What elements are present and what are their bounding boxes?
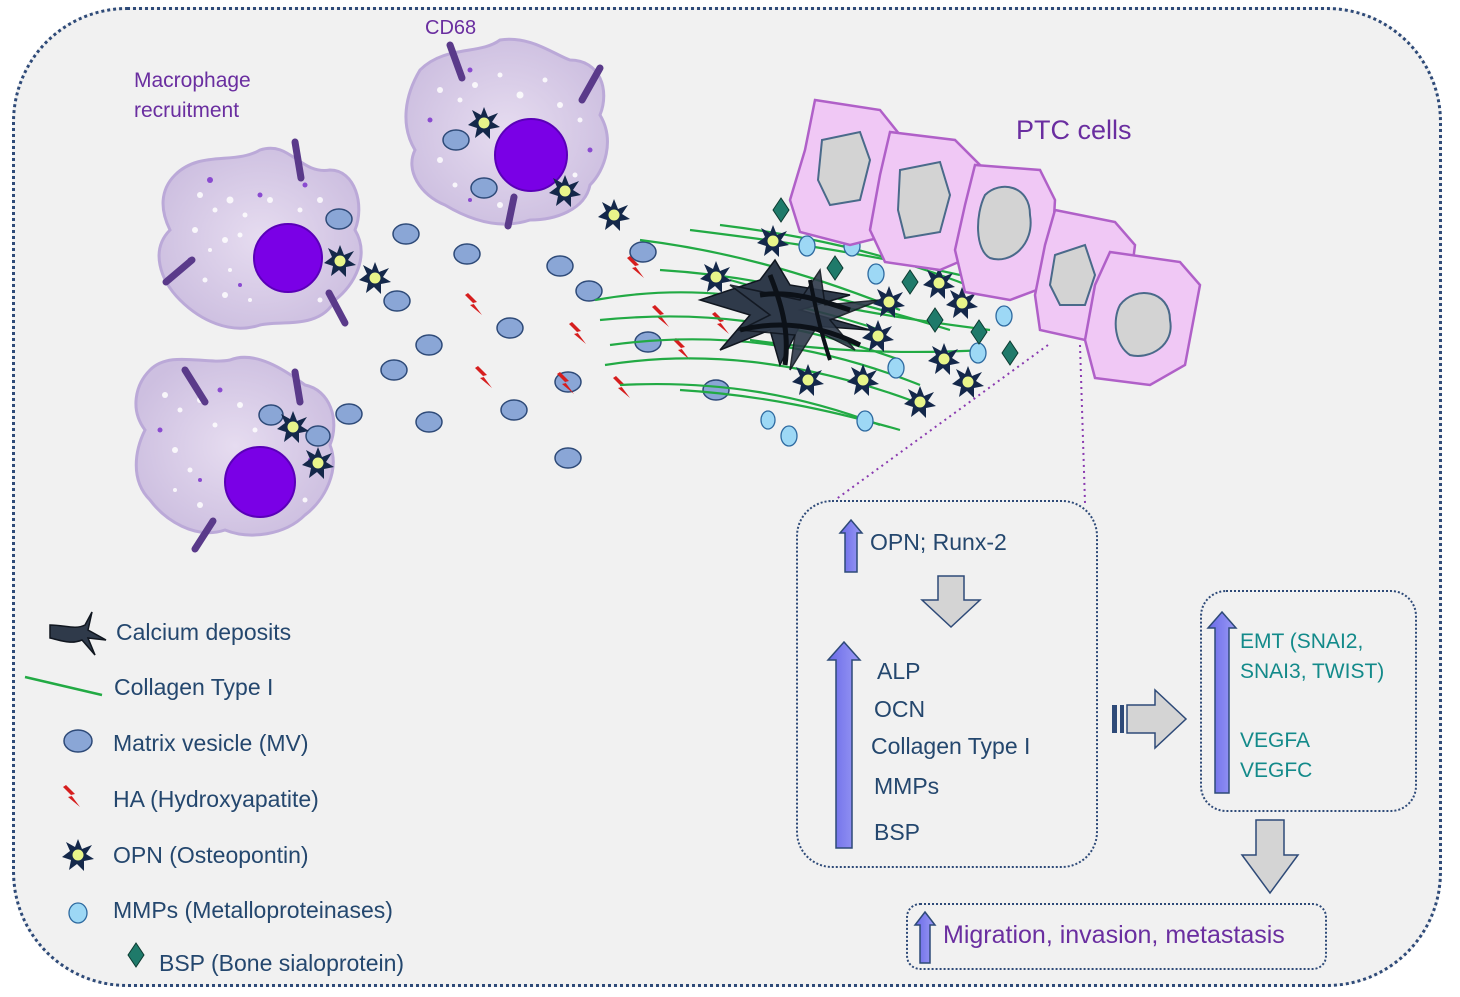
- bsp-diamond-icon: [127, 942, 145, 968]
- matrix-vesicle-icon: [63, 729, 93, 753]
- zoom-line-left: [834, 344, 1049, 501]
- cd68-label: CD68: [425, 17, 477, 39]
- osteopontin-star-icon: [62, 839, 94, 871]
- legend-bsp: BSP (Bone sialoprotein): [159, 950, 405, 976]
- macrophage-recruitment-label: Macrophage recruitment: [134, 66, 251, 126]
- opn-runx2-label: OPN; Runx-2: [870, 529, 1007, 555]
- legend-collagen: Collagen Type I: [114, 674, 274, 700]
- emt-box: [1200, 590, 1417, 812]
- nucleus: [253, 223, 323, 293]
- macrophage-label-line1: Macrophage: [134, 69, 251, 92]
- alp-label: ALP: [877, 658, 921, 684]
- right-arrow-gray: [1112, 688, 1188, 750]
- legend-matrix-vesicle: Matrix vesicle (MV): [113, 730, 309, 756]
- ptc-cells-label: PTC cells: [1016, 115, 1132, 145]
- bsp-label: BSP: [874, 819, 921, 845]
- up-arrow-opn: [838, 518, 864, 573]
- down-arrow-gray-2: [1240, 819, 1300, 895]
- emt-line1: EMT (SNAI2,: [1240, 630, 1364, 653]
- nucleus: [224, 446, 296, 518]
- up-arrow-migration: [913, 910, 937, 964]
- up-arrow-long: [826, 640, 862, 849]
- legend-hydroxyapatite: HA (Hydroxyapatite): [113, 786, 319, 812]
- outcome-label: Migration, invasion, metastasis: [943, 921, 1285, 949]
- ocn-label: OCN: [874, 696, 926, 722]
- mmps-label: MMPs: [874, 773, 940, 799]
- down-arrow-gray-1: [920, 575, 982, 629]
- legend-calcium-deposits: Calcium deposits: [116, 619, 292, 645]
- macrophage-1: [157, 138, 363, 330]
- outcome-box: [906, 903, 1327, 970]
- collagen-line-icon: [24, 675, 103, 697]
- hydroxyapatite-icon: [63, 785, 80, 807]
- legend-osteopontin: OPN (Osteopontin): [113, 842, 309, 868]
- ptc-cell: [788, 98, 902, 247]
- ptc-cell: [953, 163, 1057, 302]
- mmp-particles: [760, 235, 1013, 447]
- ptc-cell: [868, 130, 987, 272]
- emt-line2: SNAI3, TWIST): [1240, 660, 1385, 683]
- zoom-line-right: [1079, 344, 1086, 504]
- legend-mmps: MMPs (Metalloproteinases): [113, 897, 393, 923]
- macrophage-2: [404, 37, 609, 230]
- mmp-ellipse-icon: [68, 902, 88, 924]
- calcium-deposit-icon: [49, 611, 107, 656]
- pathway-box: [796, 500, 1098, 868]
- matrix-vesicles: [258, 129, 730, 469]
- macrophage-3: [134, 355, 336, 553]
- nucleus: [494, 118, 568, 192]
- ptc-cells: [788, 98, 1202, 387]
- collagen-type-i-label: Collagen Type I: [871, 733, 1031, 759]
- vegfc-label: VEGFC: [1240, 759, 1313, 782]
- macrophage-label-line2: recruitment: [134, 99, 240, 122]
- calcium-deposit-cluster: [697, 258, 881, 371]
- bsp-diamonds: [772, 197, 1019, 366]
- ptc-cell: [1083, 250, 1202, 387]
- vegfa-label: VEGFA: [1240, 729, 1311, 752]
